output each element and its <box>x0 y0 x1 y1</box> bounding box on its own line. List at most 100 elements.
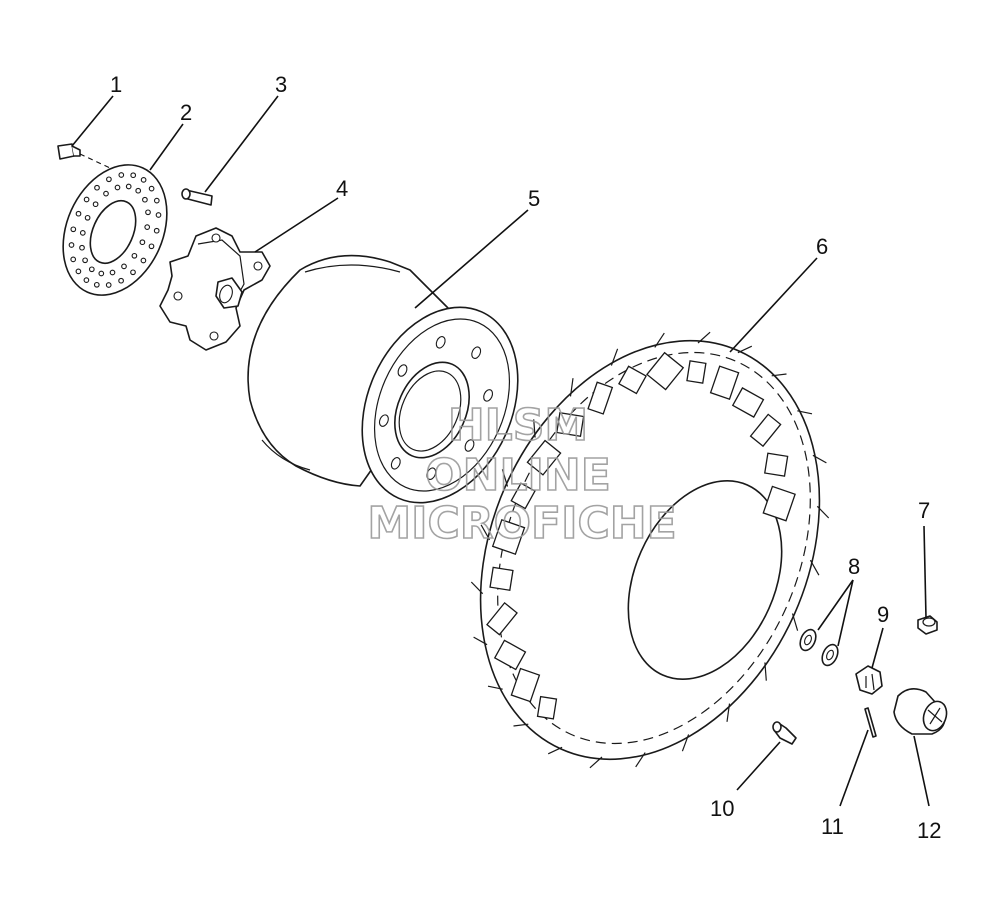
castle-nut-icon[interactable] <box>855 665 883 695</box>
disc-hole <box>142 196 148 203</box>
disc-hole <box>153 197 160 204</box>
tread-edge <box>473 636 488 646</box>
disc-hole <box>68 242 75 248</box>
callout-6: 6 <box>816 234 828 259</box>
tread-lug <box>510 482 536 510</box>
callout-11: 11 <box>821 814 844 839</box>
tread-edge <box>480 524 491 541</box>
tread-edge <box>816 505 830 519</box>
disc-hole <box>148 185 155 192</box>
callout-9: 9 <box>877 602 889 627</box>
disc-hole <box>135 187 142 194</box>
tread-edge <box>797 410 813 415</box>
callout-12: 12 <box>917 818 941 843</box>
wheel-hub-icon[interactable] <box>159 227 271 351</box>
hub-cap-icon[interactable] <box>893 688 950 735</box>
disc-hole <box>118 277 124 284</box>
disc-hole <box>139 239 146 246</box>
disc-hole <box>70 226 77 233</box>
watermark-line-2: ONLINE <box>425 450 611 501</box>
nut-icon[interactable] <box>917 615 938 635</box>
cotter-pin-icon[interactable] <box>864 707 877 738</box>
disc-hole <box>145 209 151 216</box>
disc-hole <box>148 243 155 250</box>
tread-lug <box>618 365 647 395</box>
disc-hole <box>106 176 112 183</box>
disc-hole <box>140 177 147 183</box>
callout-7: 7 <box>918 498 930 523</box>
tread-lug <box>556 412 585 437</box>
disc-hole <box>121 263 127 270</box>
callout-5: 5 <box>528 186 540 211</box>
disc-hole <box>83 196 90 203</box>
watermark-line-3: MICROFICHE <box>367 498 676 549</box>
callout-1: 1 <box>110 72 122 97</box>
tread-lug <box>526 439 562 476</box>
tread-lug <box>489 566 514 591</box>
tread-lug <box>764 452 789 477</box>
brake-disc-icon[interactable] <box>43 148 186 311</box>
watermark: HLSM ONLINE MICROFICHE <box>367 399 678 550</box>
disc-hole <box>82 257 88 264</box>
tread-lug <box>731 387 765 418</box>
disc-hole <box>118 172 125 178</box>
tread-edge <box>635 752 646 768</box>
rim-hole <box>390 457 401 470</box>
tread-lug <box>491 519 526 555</box>
tread-edge <box>791 613 799 631</box>
tread-lug <box>646 351 685 391</box>
tread-edge <box>737 345 753 354</box>
tread-edge <box>809 559 820 576</box>
tread-lug <box>493 639 527 671</box>
callout-4: 4 <box>336 176 348 201</box>
disc-hole <box>75 210 82 217</box>
tread-lug <box>749 413 782 448</box>
tire-icon[interactable] <box>417 287 883 814</box>
tread-edge <box>726 703 731 722</box>
bolt-icon[interactable] <box>57 143 81 160</box>
tread-edge <box>533 419 536 438</box>
tread-edge <box>654 332 665 348</box>
disc-hole <box>75 268 82 275</box>
valve-stem-icon[interactable] <box>772 721 797 745</box>
tread-lug <box>709 365 740 401</box>
disc-hole <box>109 269 116 276</box>
callout-3: 3 <box>275 72 287 97</box>
disc-hole <box>84 214 91 221</box>
disc-hole <box>70 256 77 263</box>
disc-hole <box>92 201 99 208</box>
stud-icon[interactable] <box>181 188 213 206</box>
disc-hole <box>153 227 160 234</box>
rim-hole <box>464 439 475 452</box>
callout-2: 2 <box>180 100 192 125</box>
disc-hole <box>103 190 109 197</box>
disc-hole <box>131 252 138 259</box>
disc-hole <box>105 282 112 288</box>
disc-hole <box>79 230 86 236</box>
tread-edge <box>771 373 787 377</box>
disc-hole <box>155 212 162 218</box>
disc-hole <box>93 281 100 288</box>
tread-edge <box>569 378 574 397</box>
rim-hole <box>435 336 446 349</box>
rim-hole <box>426 467 437 480</box>
tread-edge <box>681 734 690 752</box>
disc-hole <box>144 224 151 230</box>
tread-lug <box>686 360 707 384</box>
callout-8: 8 <box>848 554 860 579</box>
wheel-rim-icon[interactable] <box>247 254 547 528</box>
tread-edge <box>697 331 711 344</box>
callout-10: 10 <box>710 796 734 821</box>
tread-edge <box>589 756 603 769</box>
washer-icon[interactable] <box>797 627 841 668</box>
tread-edge <box>513 723 529 727</box>
tread-lug <box>536 695 558 720</box>
disc-hole <box>130 172 137 179</box>
disc-hole <box>83 277 90 283</box>
disc-hole <box>140 257 147 264</box>
disc-hole <box>130 269 136 276</box>
disc-hole <box>94 184 100 191</box>
rim-hole <box>378 414 389 427</box>
tread-lug <box>486 601 518 636</box>
